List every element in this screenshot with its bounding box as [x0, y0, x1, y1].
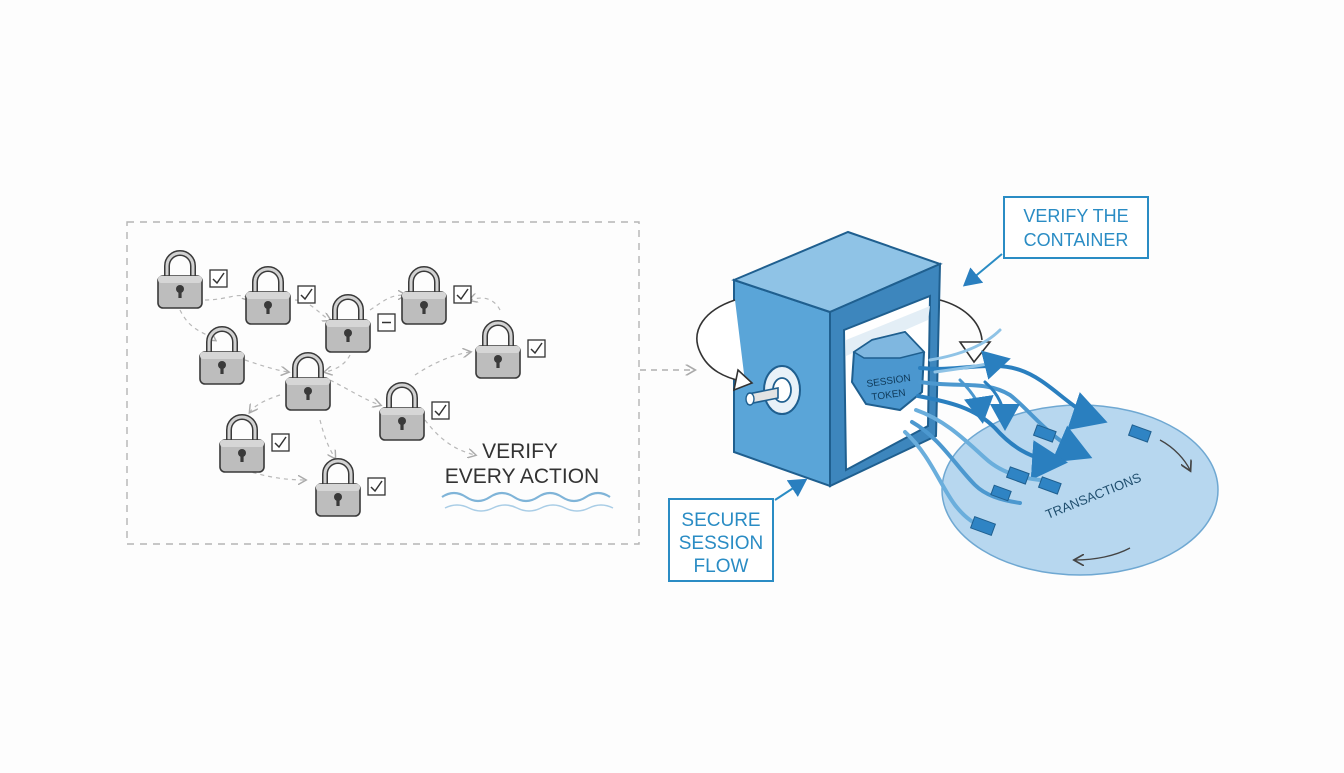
check-icon: [212, 272, 225, 285]
checkbox-checked-icon: [297, 285, 316, 304]
lock-icon: [326, 297, 370, 352]
rotate-arrow-left: [696, 299, 746, 383]
pool-cycle-arrow-bottom: [1075, 547, 1131, 560]
callout-secure-line3: FLOW: [694, 556, 749, 577]
lock-icon: [246, 269, 290, 324]
checkbox-checked-icon: [209, 269, 228, 288]
token-label-line2: TOKEN: [871, 388, 906, 404]
crank-handle: [745, 365, 801, 415]
transaction-packets: [969, 424, 1152, 537]
check-icon: [456, 288, 469, 301]
lock-icon: [220, 417, 264, 472]
session-token: SESSION TOKEN: [850, 330, 926, 412]
check-icon: [370, 480, 383, 493]
pool-cycle-arrow-right: [1159, 439, 1190, 470]
rotate-arrow-right: [939, 299, 983, 341]
lock-icon: [316, 461, 360, 516]
callout-verify-line2: CONTAINER: [1024, 230, 1129, 250]
lock-icon: [380, 385, 424, 440]
check-icon: [300, 288, 313, 301]
callout-secure-line1: SECURE: [681, 510, 760, 531]
checkbox-checked-icon: [271, 433, 290, 452]
checkbox-checked-icon: [527, 339, 546, 358]
locks-group: [158, 253, 546, 516]
callout-verify-line1: VERIFY THE: [1023, 206, 1128, 226]
verify-caption-line2: EVERY ACTION: [445, 465, 599, 488]
callout-verify-container: VERIFY THE CONTAINER: [962, 196, 1149, 287]
lock-icon: [402, 269, 446, 324]
checkbox-checked-icon: [367, 477, 386, 496]
lock-icon: [286, 355, 330, 410]
lock-icon: [476, 323, 520, 378]
callout-secure-line2: SESSION: [679, 533, 763, 554]
wave-underline-secondary: [444, 504, 614, 512]
verify-caption-line1: VERIFY: [482, 440, 558, 463]
checkbox-checked-icon: [453, 285, 472, 304]
checkbox-checked-icon: [431, 401, 450, 420]
lock-icon: [158, 253, 202, 308]
check-icon: [434, 404, 447, 417]
check-icon: [274, 436, 287, 449]
check-icon: [530, 342, 543, 355]
callout-secure-flow: SECURE SESSION FLOW: [668, 478, 808, 582]
wave-underline: [441, 491, 611, 503]
lock-icon: [200, 329, 244, 384]
